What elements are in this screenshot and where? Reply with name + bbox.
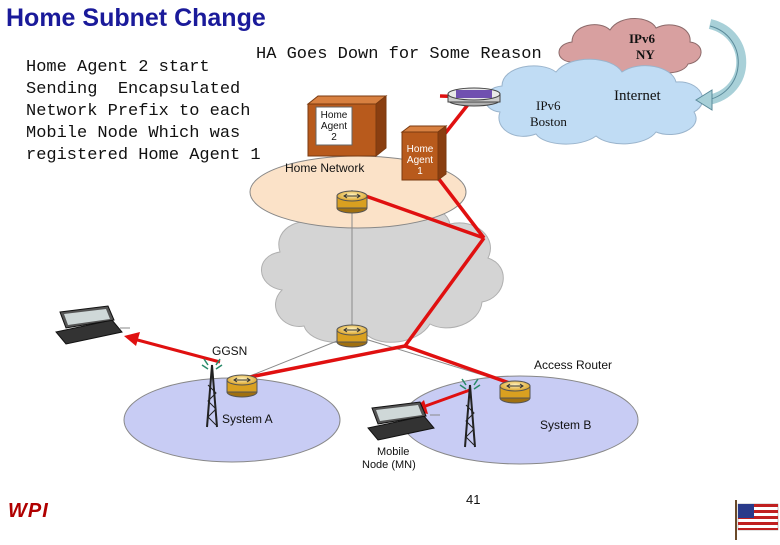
us-flag-icon — [735, 500, 779, 540]
ipv6-boston-label-2: Boston — [530, 114, 567, 129]
intro-line-4: Mobile Node Which was — [26, 124, 241, 143]
ipv6-ny-label-1: IPv6 — [629, 31, 655, 46]
home-agent-1-label: Home Agent 1 — [406, 144, 434, 177]
arrow-to-left-laptop — [124, 332, 221, 364]
router-icon — [336, 190, 368, 214]
mobile-node-laptop-icon — [367, 401, 435, 441]
system-a-label: System A — [222, 412, 273, 426]
home-network-label: Home Network — [285, 161, 365, 175]
ipv6-ny-label-2: NY — [636, 47, 655, 62]
border-router-icon — [447, 87, 501, 107]
return-arrow-icon — [695, 19, 747, 111]
mobile-node-label-1: Mobile — [377, 446, 410, 458]
home-agent-2-label: Home Agent 2 — [320, 110, 348, 143]
antenna-tower-icon — [201, 358, 223, 428]
router-icon — [336, 324, 368, 348]
home-agent-2-box — [306, 94, 388, 158]
event-text: HA Goes Down for Some Reason — [256, 45, 542, 64]
ipv6-boston-label-1: IPv6 — [536, 98, 561, 113]
ggsn-label: GGSN — [212, 344, 248, 358]
ggsn-router-icon — [226, 374, 258, 398]
laptop-icon — [55, 305, 123, 345]
intro-line-3: Network Prefix to each — [26, 102, 251, 121]
intro-line-1: Home Agent 2 start — [26, 58, 210, 77]
home-agent-1-box — [400, 125, 448, 181]
slide-title: Home Subnet Change — [6, 4, 266, 32]
intro-line-2: Sending Encapsulated — [26, 80, 241, 99]
mobile-node-label-2: Node (MN) — [362, 459, 416, 471]
internet-label: Internet — [614, 88, 661, 104]
red-links — [244, 94, 516, 387]
system-b-label: System B — [540, 418, 592, 432]
intro-line-5: registered Home Agent 1 — [26, 146, 261, 165]
access-router-icon — [499, 380, 531, 404]
access-router-label: Access Router — [534, 358, 613, 372]
internet-cloud-icon — [484, 58, 704, 145]
wpi-logo: WPI — [8, 500, 49, 522]
antenna-tower-icon — [459, 378, 481, 448]
page-number: 41 — [466, 492, 481, 507]
